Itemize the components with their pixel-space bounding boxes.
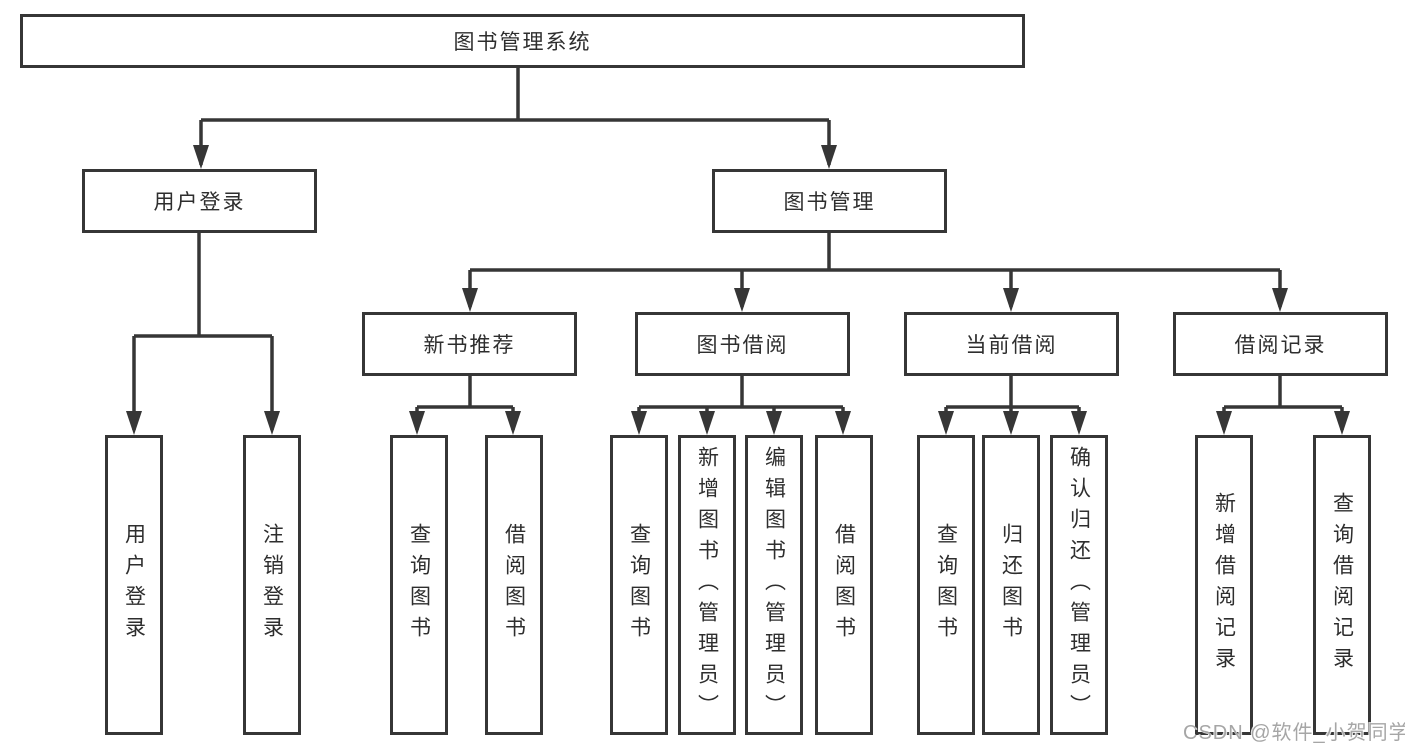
leaf-add-books-admin-label: 新增图书（管理员） bbox=[695, 445, 719, 725]
leaf-query-books-current: 查询图书 bbox=[917, 435, 975, 735]
node-new-book-recommendation-label: 新书推荐 bbox=[423, 334, 516, 357]
leaf-return-books-label: 归还图书 bbox=[999, 523, 1023, 647]
node-user-login-label: 用户登录 bbox=[153, 191, 246, 214]
leaf-add-books-admin: 新增图书（管理员） bbox=[678, 435, 736, 735]
leaf-user-login-label: 用户登录 bbox=[122, 523, 146, 647]
leaf-borrow-books-label: 借阅图书 bbox=[832, 523, 856, 647]
node-book-borrowing-label: 图书借阅 bbox=[696, 334, 789, 357]
leaf-query-books-recommend-label: 查询图书 bbox=[407, 523, 431, 647]
csdn-watermark: CSDN @软件_小贺同学 bbox=[1183, 722, 1405, 744]
leaf-return-books: 归还图书 bbox=[982, 435, 1040, 735]
leaf-borrow-books-recommend: 借阅图书 bbox=[485, 435, 543, 735]
leaf-query-borrow-record: 查询借阅记录 bbox=[1313, 435, 1371, 735]
leaf-edit-books-admin-label: 编辑图书（管理员） bbox=[762, 445, 786, 725]
leaf-query-books-borrowing-label: 查询图书 bbox=[627, 523, 651, 647]
leaf-edit-books-admin: 编辑图书（管理员） bbox=[745, 435, 803, 735]
node-new-book-recommendation: 新书推荐 bbox=[362, 312, 577, 376]
node-book-management: 图书管理 bbox=[712, 169, 947, 233]
leaf-query-borrow-record-label: 查询借阅记录 bbox=[1330, 492, 1354, 678]
root-node-library-system: 图书管理系统 bbox=[20, 14, 1025, 68]
node-book-management-label: 图书管理 bbox=[783, 191, 876, 214]
leaf-logout: 注销登录 bbox=[243, 435, 301, 735]
leaf-query-books-current-label: 查询图书 bbox=[934, 523, 958, 647]
node-book-borrowing: 图书借阅 bbox=[635, 312, 850, 376]
leaf-logout-label: 注销登录 bbox=[260, 523, 284, 647]
leaf-borrow-books-recommend-label: 借阅图书 bbox=[502, 523, 526, 647]
root-node-label: 图书管理系统 bbox=[453, 31, 592, 54]
leaf-confirm-return-admin-label: 确认归还（管理员） bbox=[1067, 445, 1091, 725]
node-borrowing-records-label: 借阅记录 bbox=[1234, 334, 1327, 357]
leaf-confirm-return-admin: 确认归还（管理员） bbox=[1050, 435, 1108, 735]
leaf-add-borrow-record-label: 新增借阅记录 bbox=[1212, 492, 1236, 678]
leaf-add-borrow-record: 新增借阅记录 bbox=[1195, 435, 1253, 735]
leaf-borrow-books: 借阅图书 bbox=[815, 435, 873, 735]
node-user-login: 用户登录 bbox=[82, 169, 317, 233]
node-borrowing-records: 借阅记录 bbox=[1173, 312, 1388, 376]
node-current-borrowing-label: 当前借阅 bbox=[965, 334, 1058, 357]
leaf-query-books-borrowing: 查询图书 bbox=[610, 435, 668, 735]
arrowhead-icons bbox=[126, 145, 1350, 435]
node-current-borrowing: 当前借阅 bbox=[904, 312, 1119, 376]
leaf-query-books-recommend: 查询图书 bbox=[390, 435, 448, 735]
leaf-user-login: 用户登录 bbox=[105, 435, 163, 735]
